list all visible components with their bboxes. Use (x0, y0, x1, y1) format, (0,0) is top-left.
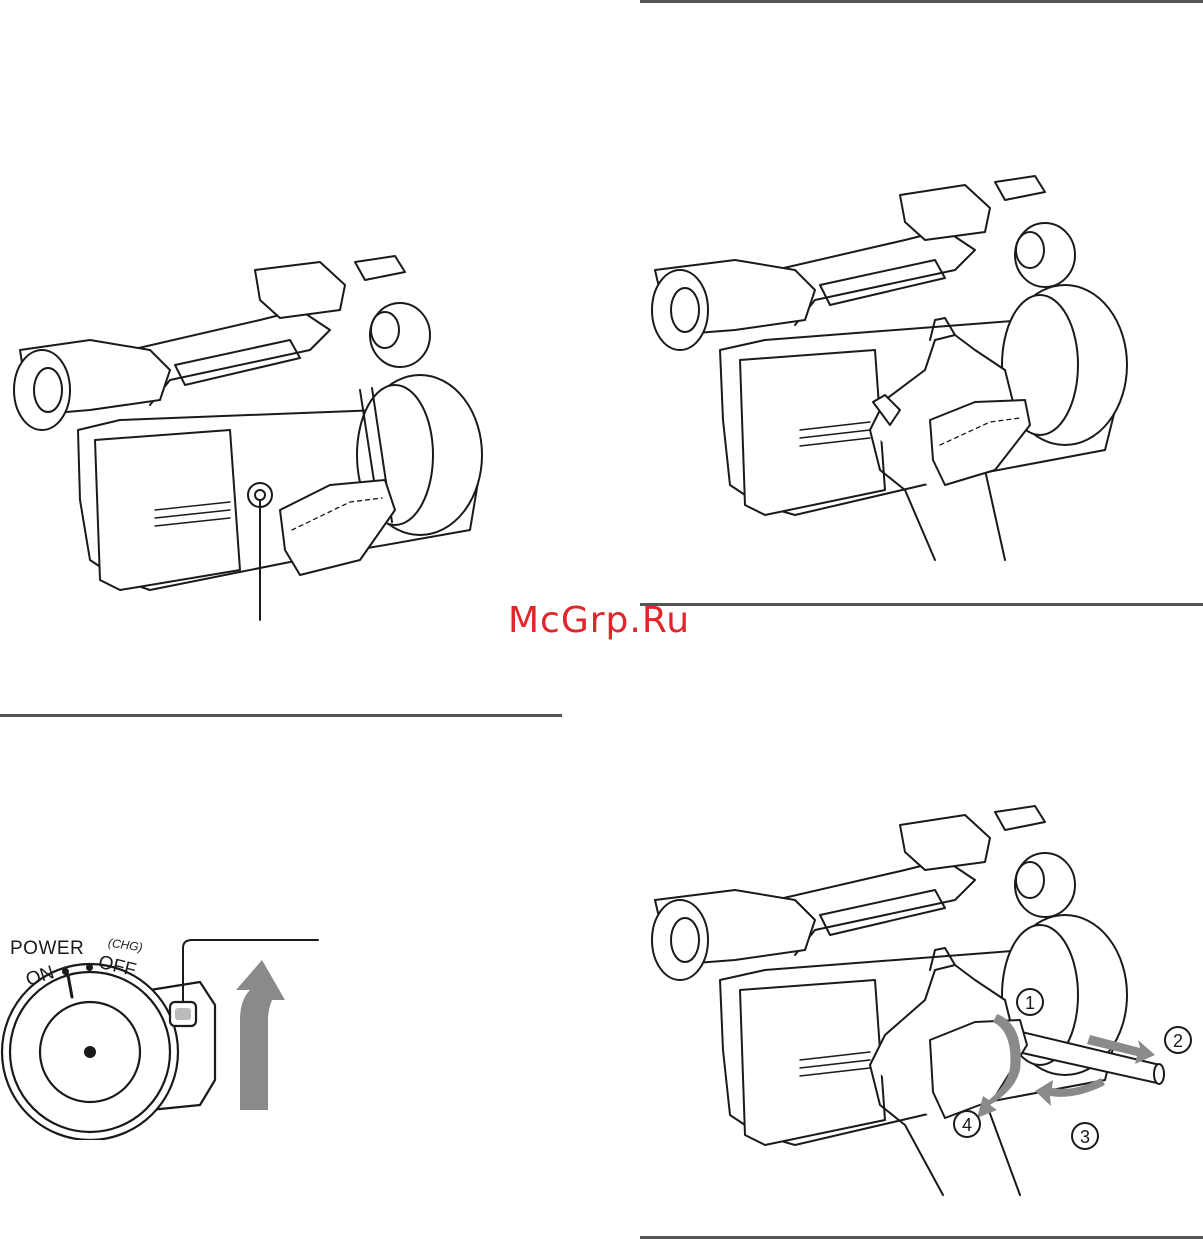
step-3-label: 3 (1080, 1127, 1090, 1147)
step-1-label: 1 (1025, 993, 1035, 1013)
camcorder-figure-callout (0, 240, 500, 630)
power-label: POWER (10, 938, 84, 960)
section-rule-top-right (640, 0, 1203, 3)
step-2-label: 2 (1173, 1031, 1183, 1051)
watermark-text: McGrp.Ru (508, 600, 690, 641)
camcorder-figure-strap-steps: 1 2 3 4 (645, 800, 1203, 1200)
camcorder-figure-hand-grip (645, 170, 1145, 570)
section-rule-mid-right (640, 603, 1203, 606)
power-on-dot (62, 968, 69, 975)
power-off-dot (86, 964, 93, 971)
section-rule-mid-left (0, 714, 562, 717)
section-rule-bottom-right (640, 1236, 1203, 1239)
power-switch-figure: POWER (CHG) ON OFF (0, 930, 330, 1140)
step-4-label: 4 (962, 1115, 972, 1135)
